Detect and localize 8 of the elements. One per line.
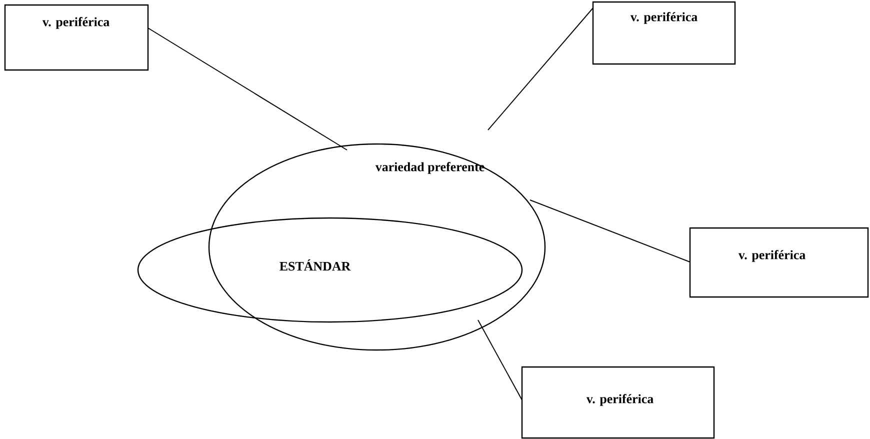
text-box: v. periférica <box>689 227 869 298</box>
text-box: v. periférica <box>4 4 149 71</box>
text-box: v. periférica <box>592 1 736 65</box>
line <box>478 320 522 400</box>
line <box>488 8 594 130</box>
text-box: v. periférica <box>521 366 715 439</box>
line <box>530 200 690 262</box>
line <box>148 28 348 150</box>
